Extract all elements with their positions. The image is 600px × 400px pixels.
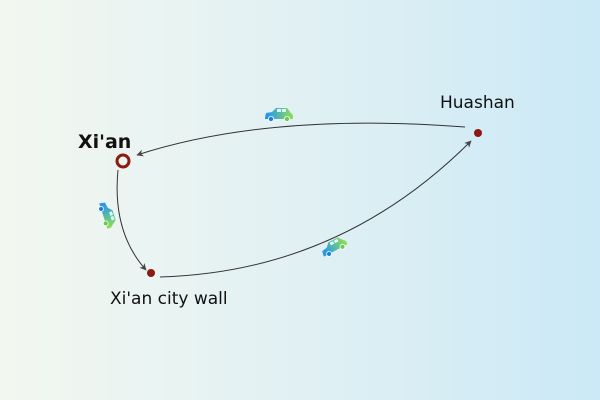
node-huashan-marker[interactable] xyxy=(474,129,482,137)
node-xian-label: Xi'an xyxy=(78,131,131,153)
node-huashan-label: Huashan xyxy=(440,93,515,113)
edge-xian-to-city-wall xyxy=(116,169,147,271)
car-icon xyxy=(96,199,118,230)
car-icon xyxy=(264,107,294,122)
edge-city-wall-to-huashan xyxy=(159,140,472,278)
node-city-wall-label: Xi'an city wall xyxy=(110,289,228,309)
node-city-wall-marker[interactable] xyxy=(147,269,155,277)
car-icon xyxy=(318,234,350,260)
edge-huashan-to-xian xyxy=(136,122,466,157)
node-xian-marker[interactable] xyxy=(115,153,131,169)
